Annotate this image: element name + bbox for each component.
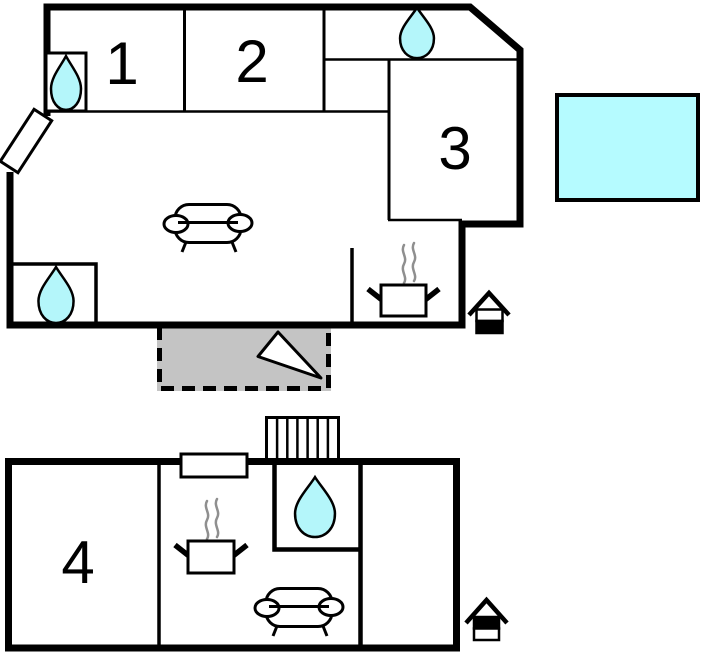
stairs-icon <box>265 416 340 465</box>
room1-label: 1 <box>105 30 138 97</box>
main-building: 1 2 3 <box>0 3 524 329</box>
annex-bathroom-walls <box>272 461 360 552</box>
steam <box>401 243 407 285</box>
steam <box>204 499 210 541</box>
pot-body <box>379 283 428 318</box>
entrance-house-icon <box>464 596 509 642</box>
sofa-icon <box>253 587 345 637</box>
room3-label: 3 <box>438 115 471 182</box>
entrance-house-icon <box>467 289 511 335</box>
steam <box>214 497 220 539</box>
room4-label: 4 <box>61 529 94 596</box>
window-icon <box>179 452 249 479</box>
stove-icon <box>366 241 441 318</box>
bathroom-lower-left-walls <box>8 262 98 326</box>
terrace-dashed-border <box>157 327 331 391</box>
house-roof <box>467 289 511 317</box>
north-arrow-icon <box>256 330 323 380</box>
house-roof <box>464 596 509 625</box>
door-icon <box>0 107 54 175</box>
annex-building: 4 <box>5 452 460 652</box>
stove-icon <box>173 497 249 575</box>
pot-body <box>186 539 236 575</box>
water-drop-icon <box>400 8 434 58</box>
water-drop-icon <box>51 56 81 110</box>
sofa-icon <box>162 203 254 253</box>
water-drop-icon <box>38 267 73 323</box>
water-drop-icon <box>295 477 335 537</box>
room2-label: 2 <box>235 28 268 95</box>
pool <box>555 93 700 202</box>
steam <box>411 241 417 283</box>
main-outer-walls <box>6 3 524 329</box>
terrace <box>157 327 331 391</box>
